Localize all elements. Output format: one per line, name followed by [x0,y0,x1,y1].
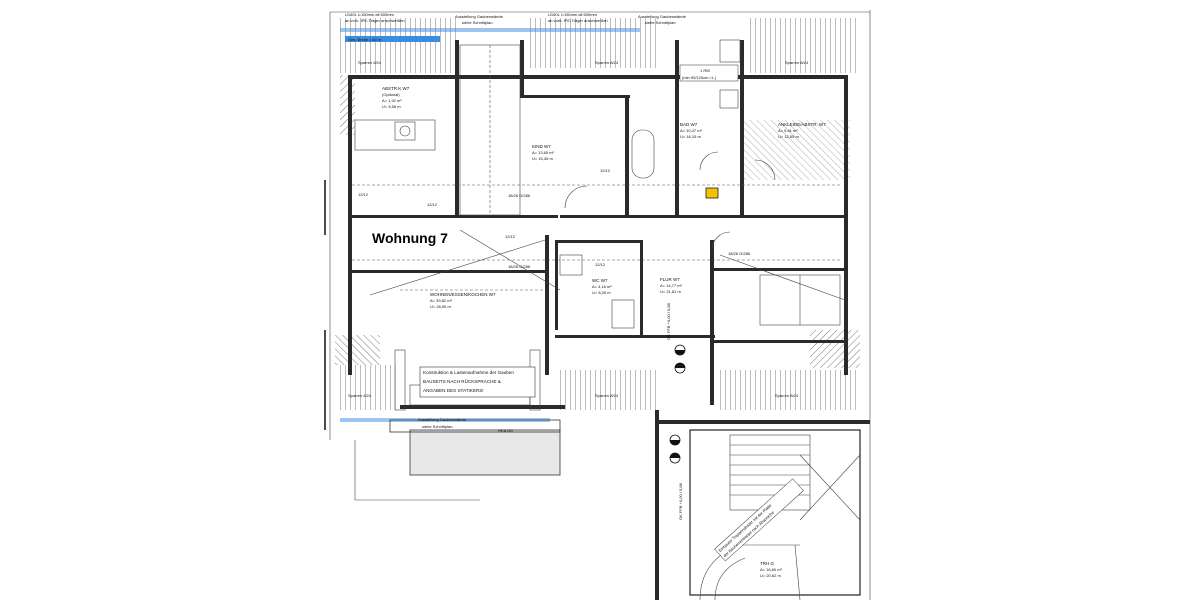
room-wohnen-a: A= 39,82 m² [430,298,453,303]
unit-title: Wohnung 7 [372,230,448,246]
top-note-left-beam-2: an vorh. IPE-Träger anschweißen [345,18,405,23]
room-abstr-sub: (Optional) [382,92,400,97]
dim-1212-e: 12/12 [358,192,369,197]
bottom-dormer-line1: Ausstellung Gaubenwände [418,417,467,422]
top-note-right-dormer-2: siehe Schnittplan. [645,20,677,25]
fixture-rw: 1 RW [700,68,710,73]
stair-note-line2: der Bauherrentreppe nach Absprache [722,509,775,558]
room-ankleide-u: U= 12,55 m [778,134,799,139]
room-abstr-u: U= 5,56 m [382,104,401,109]
rafter-top-left: Sparren 8/24 [358,60,382,65]
top-note-right-dormer: Ausstellung Gaubenwände [638,14,687,19]
room-bad-a: A= 10,47 m² [680,128,703,133]
top-note-left-dormer-2: siehe Schnittplan. [462,20,494,25]
room-flur-u: U= 21,81 m [660,289,681,294]
marker [705,187,719,199]
room-flur-name: FLUR W7 [660,277,680,282]
room-wc-u: U= 8,26 m [592,290,611,295]
door-tag-3: 18/26 G/286 [728,251,751,256]
rafter-top-mid: Sparren 8/24 [595,60,619,65]
roof-hatch-top [335,18,860,410]
top-note-left-dormer: Ausstellung Gaubenwände [455,14,504,19]
room-bad-name: BAD W7 [680,122,698,127]
dim-1212-b: 12/12 [600,168,611,173]
section-note-1: OK FFB +0,00 / 5,88 [666,302,671,340]
rafter-bot-mid: Sparren 8/24 [595,393,619,398]
top-note-right-beam: U160L i=150mm all 600mm [548,12,598,17]
bottom-dormer-line2: siehe Schnittplan. [422,424,454,429]
door-tag-1: 18/26 G/286 [508,193,531,198]
top-note-right-beam-2: an vorh. IPE-Träger anschweißen [548,18,608,23]
terrace [354,419,561,501]
door-tag-2: 18/26 G/286 [508,264,531,269]
room-ankleide-name: ANKLEIDE/ABSTR. W7 [778,122,826,127]
room-abstr-name: ABSTR.K W7 [382,86,410,91]
rafter-bot-right: Sparren 8/24 [775,393,799,398]
room-abstr-a: A= 1,92 m² [382,98,402,103]
outer-frame [324,10,871,600]
room-bad-u: U= 16,15 m [680,134,701,139]
room-trh-name: TRH G [760,561,774,566]
room-kind-a: A= 13,65 m² [532,150,555,155]
room-wohnen-u: U= 28,55 m [430,304,451,309]
dim-1212-a: 12/12 [427,202,438,207]
room-trh-u: U= 20,62 m [760,573,781,578]
room-trh-a: A= 16,60 m² [760,567,783,572]
dim-1212-d: 12/12 [595,262,606,267]
static-note-line1: Konstruktion & Lastenaufnahme der Gauben [423,370,514,375]
walls [348,40,870,600]
room-ankleide-a: A= 9,61 m² [778,128,798,133]
rafter-bot-left: Sparren 8/24 [348,393,372,398]
room-kind-name: KIND W7 [532,144,551,149]
top-note-left-beam: U160L i=150mm all 600mm [345,12,395,17]
room-wc-a: A= 4,16 m² [592,284,612,289]
section-note-2: OK FFB +0,00 / 5,88 [678,482,683,520]
room-wc-name: WC W7 [592,278,608,283]
dim-1212-c: 12/12 [505,234,516,239]
door-tag-4: HEA180 [498,428,514,433]
room-wohnen-name: WOHNEN/ESSEN/KOCHEN W7 [430,292,496,297]
room-kind-u: U= 15,45 m [532,156,553,161]
static-note-line2: BAUSEITS NACH RÜCKSPRACHE & [423,378,501,384]
fixture-rw-2: (min 90/120cm i.L.) [682,75,717,80]
room-flur-a: A= 14,77 m² [660,283,683,288]
section-markers [669,344,686,464]
static-note-line3: ANGABEN DES STATIKERS! [423,388,484,393]
rafter-top-right: Sparren 8/24 [785,60,809,65]
highlight-label: Ges. Breite 1.60 m [348,37,382,42]
